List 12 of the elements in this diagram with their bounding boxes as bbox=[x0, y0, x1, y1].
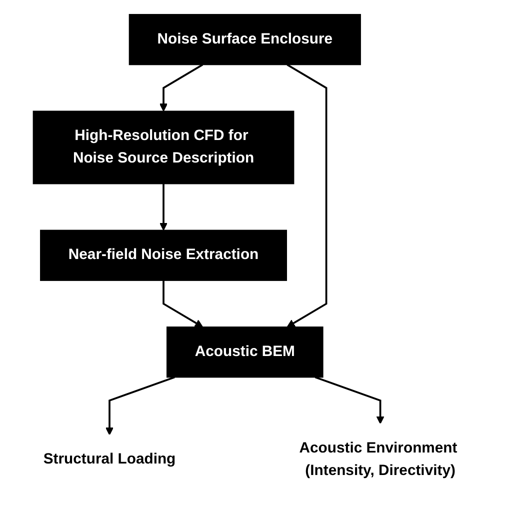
node-box: High-Resolution CFD for Noise Source Description bbox=[32, 110, 294, 184]
node-text: Structural Loading bbox=[43, 451, 176, 468]
arrow bbox=[162, 280, 204, 327]
arrow bbox=[159, 64, 204, 112]
node-box: Acoustic BEM bbox=[166, 326, 324, 378]
node-box: Noise Surface Enclosure bbox=[128, 14, 361, 65]
arrow bbox=[105, 376, 175, 435]
node-text: Acoustic Environment (Intensity, Directivity) bbox=[299, 440, 458, 478]
arrow bbox=[286, 64, 328, 327]
arrow bbox=[159, 183, 168, 230]
node-box: Near-field Noise Extraction bbox=[40, 229, 287, 281]
arrow bbox=[314, 376, 384, 424]
